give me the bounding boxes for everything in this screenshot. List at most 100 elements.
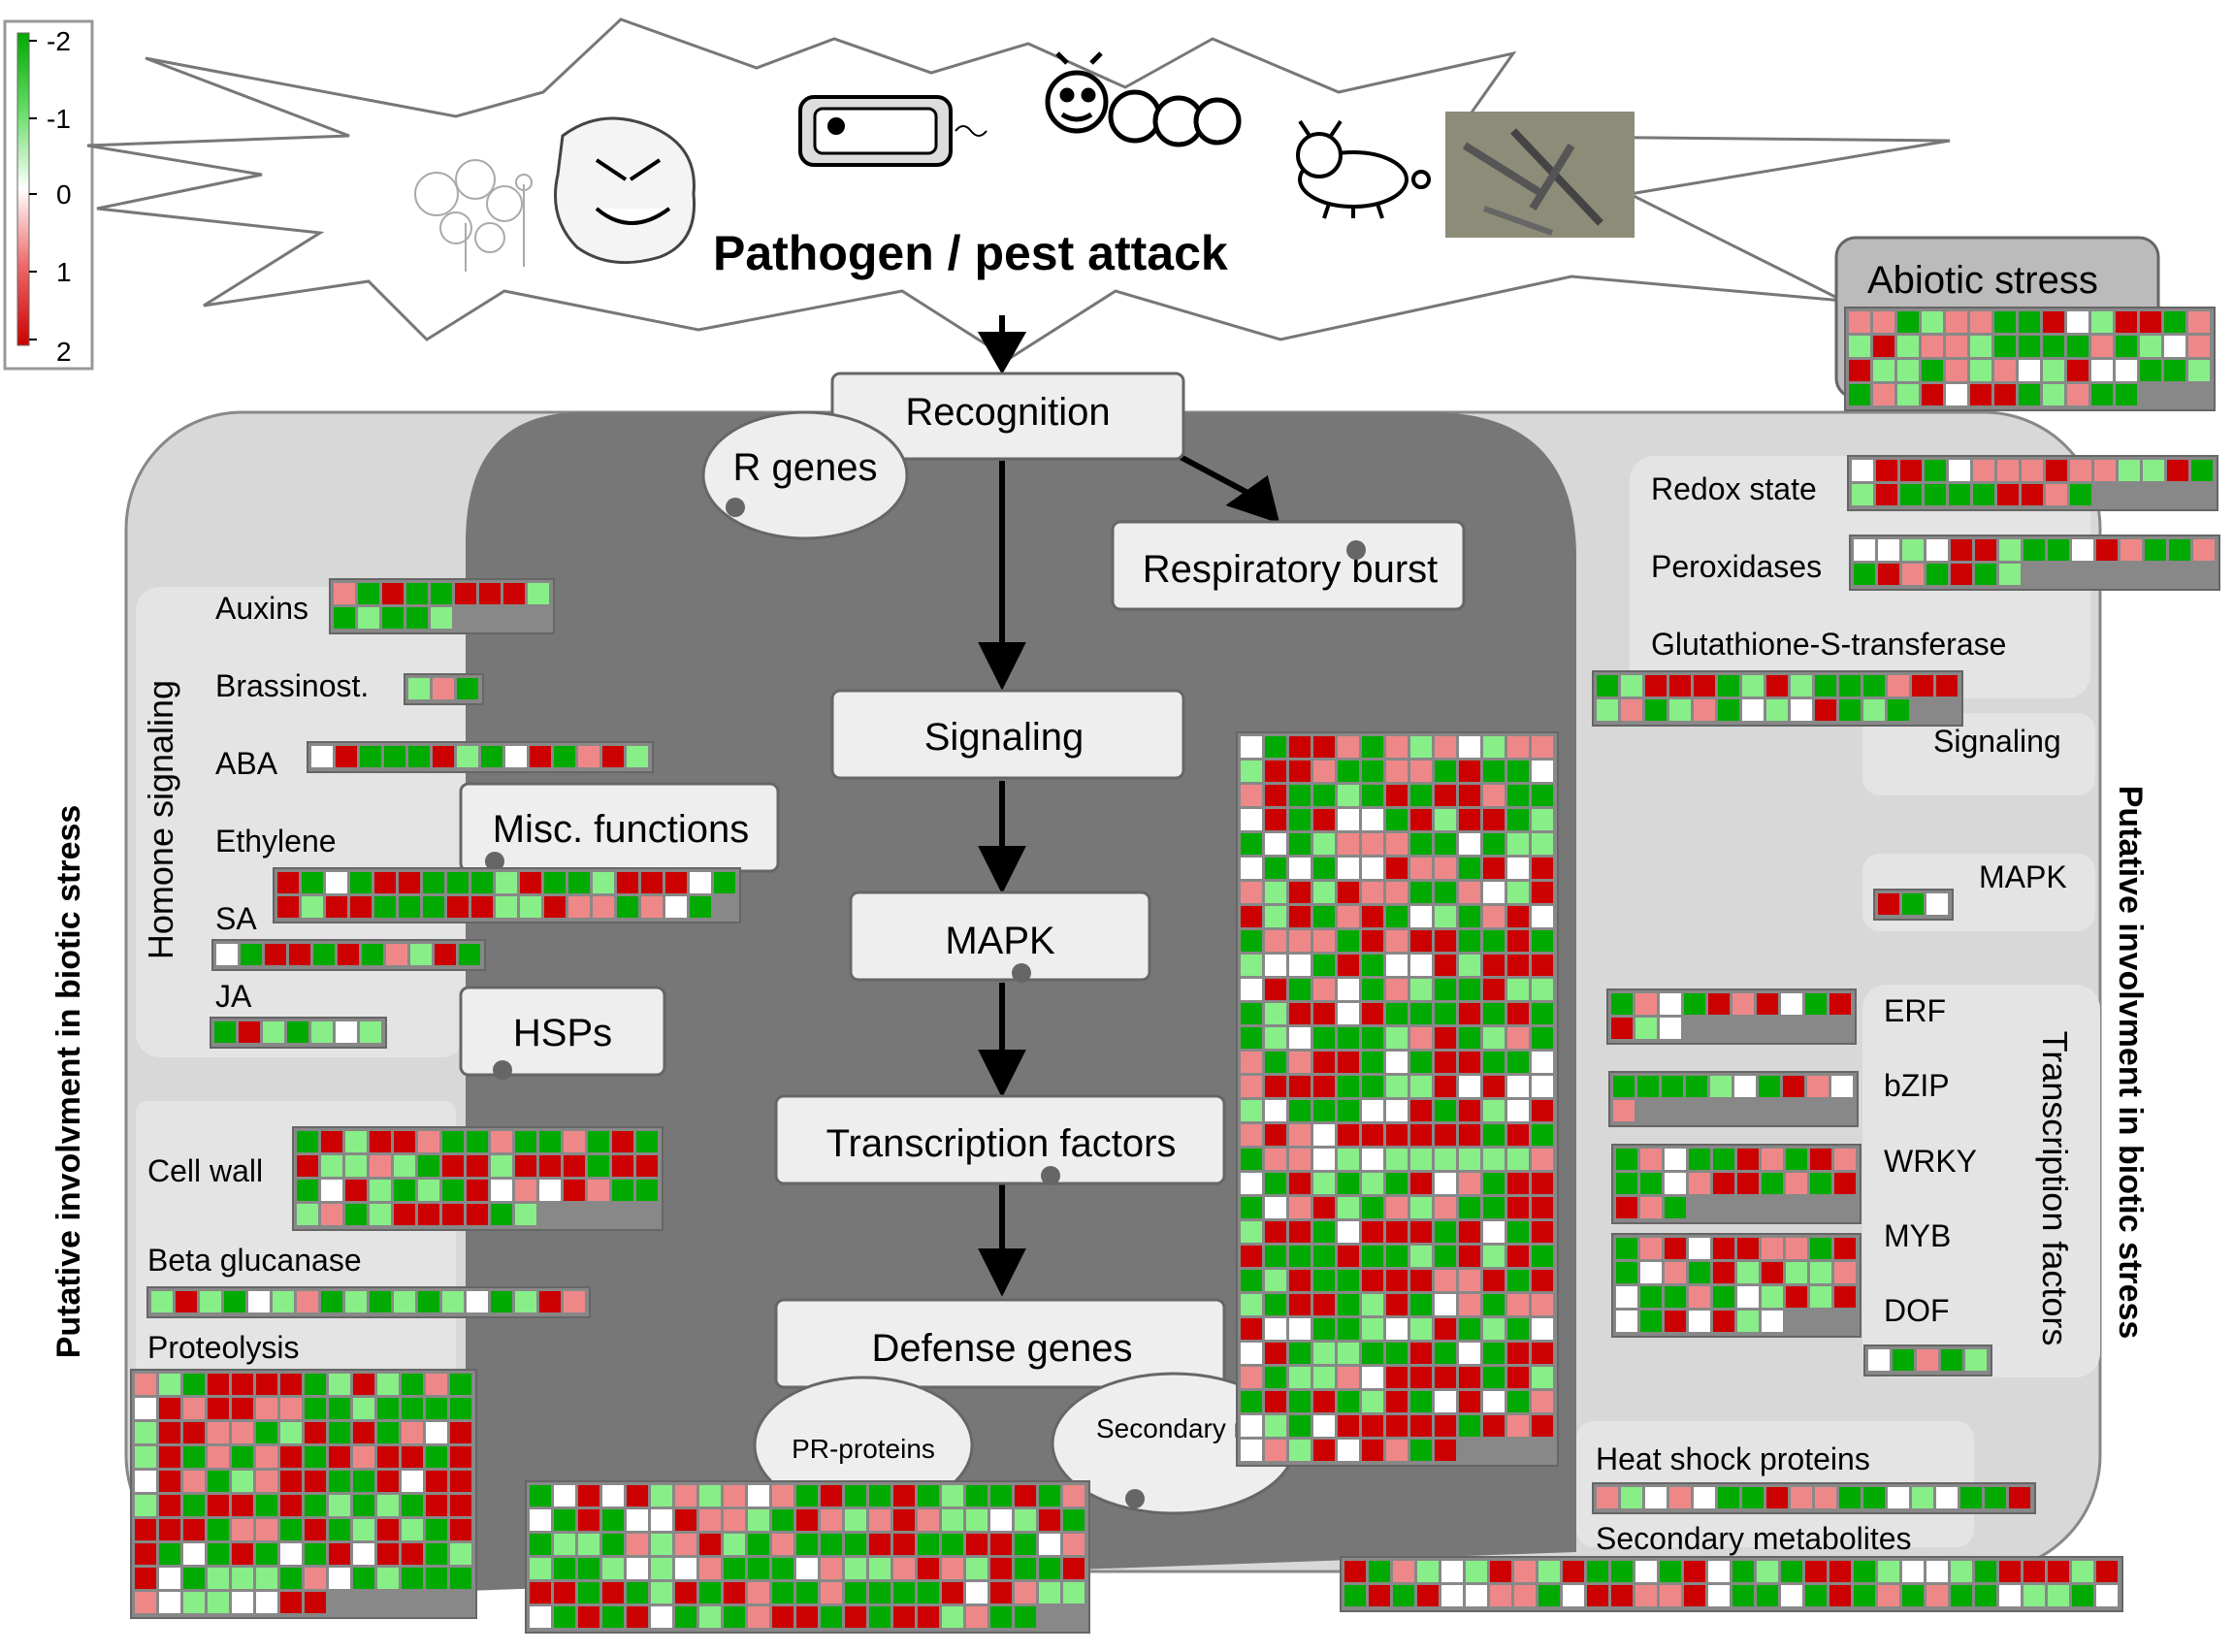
heatmap-cell <box>2072 1561 2093 1582</box>
heatmap-dof <box>1863 1344 1992 1377</box>
heatmap-cell <box>918 1558 939 1579</box>
heatmap-cell <box>426 1422 447 1443</box>
heatmap-cell <box>280 1543 302 1565</box>
heatmap-cell <box>1532 736 1553 758</box>
heatmap-cell <box>1289 1003 1311 1024</box>
heatmap-cell <box>263 1021 284 1043</box>
heatmap-cell <box>1854 1585 1875 1606</box>
heatmap-cell <box>183 1398 205 1419</box>
heatmap-cell <box>528 583 549 604</box>
heatmap-cell <box>1338 736 1359 758</box>
heatmap-cell <box>302 896 323 918</box>
heatmap-cell <box>1791 699 1812 721</box>
heatmap-cell <box>1888 675 1909 696</box>
heatmap-cell <box>1410 809 1432 830</box>
legend-gradient-bar <box>16 32 30 346</box>
heatmap-cell <box>1435 1246 1456 1267</box>
heatmap-cell <box>1640 1262 1662 1283</box>
heatmap-cell <box>578 746 599 767</box>
heatmap-cell <box>345 1291 367 1312</box>
heatmap-cell <box>772 1509 793 1531</box>
heatmap-cell <box>942 1582 963 1603</box>
heatmap-cell <box>1313 761 1335 782</box>
heatmap-cell <box>1313 1100 1335 1121</box>
heatmap-cell <box>1241 930 1262 952</box>
heatmap-cell <box>1241 1100 1262 1121</box>
heatmap-cell <box>651 1606 672 1628</box>
heatmap-cell <box>1660 993 1681 1015</box>
heatmap-cell <box>232 1446 253 1468</box>
heatmap-cell <box>1410 882 1432 903</box>
heatmap-cell <box>232 1422 253 1443</box>
heatmap-cell <box>1829 993 1851 1015</box>
heatmap-cell <box>544 872 566 893</box>
heatmap-cell <box>1616 1149 1637 1170</box>
heatmap-cell <box>1710 1076 1732 1097</box>
transcription-factors-label: Transcription factors <box>826 1122 1177 1165</box>
heatmap-cell <box>1289 833 1311 855</box>
ja-label: JA <box>215 979 252 1014</box>
heatmap-cell <box>1732 1561 1754 1582</box>
heatmap-cell <box>1532 1294 1553 1315</box>
heatmap-cell <box>450 1471 471 1492</box>
heatmap-cell <box>200 1291 221 1312</box>
heatmap-cell <box>1338 1052 1359 1073</box>
heatmap-cell <box>1289 882 1311 903</box>
heatmap-cell <box>1507 858 1529 879</box>
heatmap-cell <box>942 1606 963 1628</box>
heatmap-cell <box>1435 1391 1456 1412</box>
heatmap-cell <box>1338 1003 1359 1024</box>
heatmap-cell <box>602 1485 624 1506</box>
heatmap-cell <box>402 1543 423 1565</box>
heatmap-cell <box>1900 460 1922 481</box>
heatmap-cell <box>1852 460 1873 481</box>
heatmap-cell <box>1435 1221 1456 1243</box>
heatmap-cell <box>1507 736 1529 758</box>
heatmap-cell <box>1490 1561 1511 1582</box>
heatmap-cell <box>1435 930 1456 952</box>
heatmap-cell <box>1289 1440 1311 1461</box>
heatmap-cell <box>1313 1003 1335 1024</box>
heatmap-cell <box>1241 882 1262 903</box>
heatmap-cell <box>232 1471 253 1492</box>
heatmap-cell <box>1737 1262 1759 1283</box>
heatmap-cell <box>1616 1311 1637 1332</box>
heatmap-cell <box>1854 1561 1875 1582</box>
heatmap-cell <box>426 1543 447 1565</box>
heatmap-cell <box>1015 1485 1036 1506</box>
heatmap-cell <box>1786 1238 1807 1259</box>
heatmap-cell <box>1868 1349 1890 1371</box>
heatmap-cell <box>1362 979 1383 1000</box>
heatmap-cell <box>1483 833 1505 855</box>
heatmap-cell <box>1265 1076 1286 1097</box>
heatmap-cell <box>1734 1076 1756 1097</box>
heatmap-cell <box>256 1398 277 1419</box>
heatmap-cell <box>1926 1585 1948 1606</box>
heatmap-cell <box>1762 1149 1783 1170</box>
heatmap-cell <box>1951 539 1972 561</box>
heatmap-cell <box>1410 979 1432 1000</box>
heatmap-cell <box>208 1374 229 1395</box>
heatmap-cell <box>893 1509 915 1531</box>
cow-illustration <box>1296 119 1431 219</box>
heatmap-cell <box>1338 858 1359 879</box>
heatmap-cell <box>1435 1294 1456 1315</box>
heatmap-cell <box>1878 539 1899 561</box>
heatmap-cell <box>1786 1149 1807 1170</box>
heatmap-cell <box>1289 809 1311 830</box>
heatmap-cell <box>1810 1173 1831 1194</box>
heatmap-cell <box>1241 1003 1262 1024</box>
heatmap-cell <box>297 1204 318 1225</box>
heatmap-cell <box>248 1291 270 1312</box>
heatmap-cell <box>1669 1487 1691 1508</box>
heatmap-cell <box>402 1398 423 1419</box>
heatmap-cell <box>1902 539 1924 561</box>
heatmap-cell <box>1660 1018 1681 1039</box>
heatmap-cell <box>845 1485 866 1506</box>
heatmap-cell <box>1313 955 1335 976</box>
heatmap-cell <box>1265 1027 1286 1049</box>
heatmap-cell <box>1459 1197 1480 1218</box>
heatmap-cell <box>796 1582 818 1603</box>
heatmap-cell <box>627 1558 648 1579</box>
heatmap-cell <box>1313 1173 1335 1194</box>
